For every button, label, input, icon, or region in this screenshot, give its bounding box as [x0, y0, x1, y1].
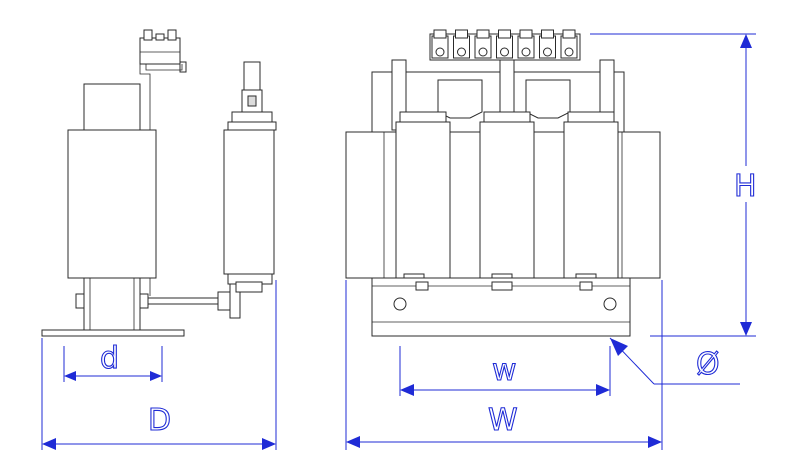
dimension-w: w [399, 346, 611, 396]
capacitor-cap [231, 111, 273, 123]
side-screw [75, 293, 85, 309]
mounting-hole [393, 297, 407, 311]
connecting-rod [147, 297, 223, 305]
coil [563, 121, 619, 279]
dimension-label-W: W [488, 403, 518, 438]
coil-phase-1 [395, 111, 451, 287]
terminal-top-7 [562, 29, 576, 39]
coil-phase-3 [563, 111, 619, 287]
mounting-foot [41, 329, 185, 337]
front-view [345, 29, 661, 337]
top-terminal-block [139, 37, 181, 65]
terminal-top-3 [476, 29, 490, 39]
terminal-strip [429, 29, 581, 61]
dimension-label-D: D [148, 403, 171, 438]
terminal-screw [167, 29, 177, 41]
dimension-label-phi: Ø [696, 347, 720, 382]
terminal-screw-6 [543, 47, 552, 57]
terminal-top-6 [541, 29, 554, 39]
capacitor-body [223, 129, 275, 275]
lower-yoke [83, 277, 141, 333]
mounting-hole [603, 297, 617, 311]
dimension-d: d [63, 340, 163, 382]
side-screw [139, 293, 149, 309]
dimension-label-d: d [100, 341, 119, 376]
dimension-label-H: H [734, 169, 757, 204]
coil [479, 121, 535, 279]
terminal-screw-2 [457, 47, 466, 57]
coil [395, 121, 451, 279]
terminal-screw-4 [500, 47, 509, 57]
terminal-bridge [525, 79, 571, 119]
terminal-screw-1 [435, 47, 445, 57]
capacitor-terminal [243, 61, 261, 93]
side-view-reactor [41, 29, 241, 337]
terminal-top-4 [498, 29, 511, 39]
dimension-phi: Ø [609, 337, 740, 385]
dimension-H: H [590, 33, 764, 337]
dimension-label-w: w [492, 353, 517, 388]
dimension-W: W [345, 280, 663, 450]
terminal-screw [143, 29, 153, 41]
coil-body [67, 129, 157, 279]
terminal-screw-7 [564, 47, 574, 57]
terminal-top-2 [455, 29, 468, 39]
terminal-top-5 [519, 29, 533, 39]
side-view-capacitor [223, 61, 277, 293]
terminal-screw [155, 33, 165, 41]
upper-yoke [83, 83, 141, 131]
terminal-screw-5 [521, 47, 531, 57]
dimension-D: D [41, 280, 277, 450]
coil-phase-2 [479, 111, 535, 287]
terminal-top-1 [433, 29, 447, 39]
terminal-screw-3 [478, 47, 488, 57]
